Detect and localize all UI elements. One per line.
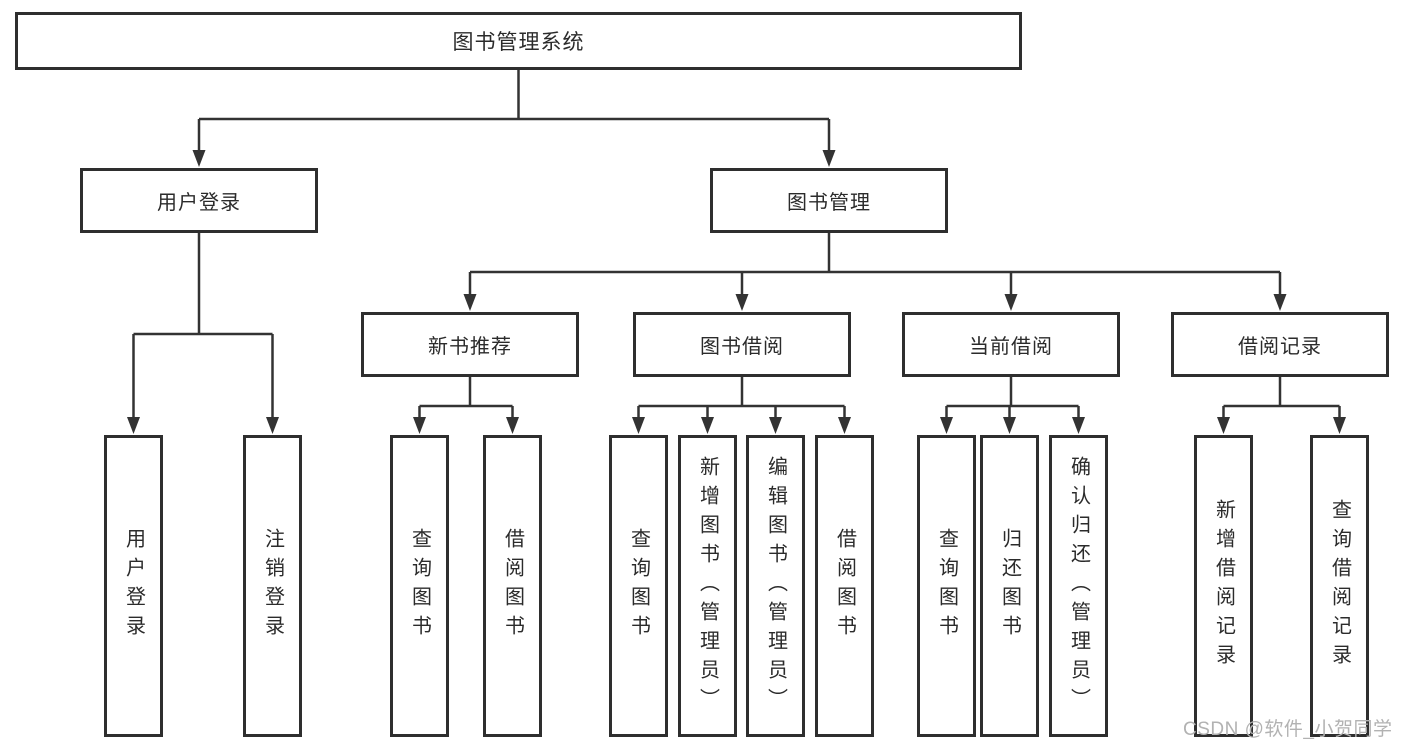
node-library-management-system: 图书管理系统 xyxy=(15,12,1022,70)
leaf-label: 借阅图书 xyxy=(501,528,524,644)
connector-book-borrow-group xyxy=(632,377,851,434)
connector-borrow-record-group xyxy=(1217,377,1346,434)
leaf-label: 归还图书 xyxy=(998,528,1021,644)
leaf-borrow-books: 借阅图书 xyxy=(815,435,874,737)
leaf-edit-book-admin: 编辑图书（管理员） xyxy=(746,435,805,737)
leaf-add-borrow-record: 新增借阅记录 xyxy=(1194,435,1253,737)
leaf-label: 新增图书（管理员） xyxy=(696,455,719,717)
leaf-label: 查询借阅记录 xyxy=(1328,499,1351,673)
leaf-add-book-admin: 新增图书（管理员） xyxy=(678,435,737,737)
leaf-query-borrow-record: 查询借阅记录 xyxy=(1310,435,1369,737)
leaf-confirm-return-admin: 确认归还（管理员） xyxy=(1049,435,1108,737)
leaf-user-login: 用户登录 xyxy=(104,435,163,737)
leaf-borrow-books-recommend: 借阅图书 xyxy=(483,435,542,737)
connector-book-management-group xyxy=(463,233,1287,311)
leaf-label: 确认归还（管理员） xyxy=(1067,455,1090,717)
connector-current-borrow-group xyxy=(940,377,1085,434)
leaf-return-books: 归还图书 xyxy=(980,435,1039,737)
connector-root xyxy=(192,70,836,167)
leaf-label: 查询图书 xyxy=(408,528,431,644)
leaf-query-books-recommend: 查询图书 xyxy=(390,435,449,737)
leaf-label: 查询图书 xyxy=(627,528,650,644)
connector-user-login-group xyxy=(127,233,279,434)
node-borrowing-records: 借阅记录 xyxy=(1171,312,1389,377)
node-book-borrowing: 图书借阅 xyxy=(633,312,851,377)
leaf-label: 新增借阅记录 xyxy=(1212,499,1235,673)
leaf-label: 注销登录 xyxy=(261,528,284,644)
node-new-book-recommendation: 新书推荐 xyxy=(361,312,579,377)
node-current-borrowing: 当前借阅 xyxy=(902,312,1120,377)
leaf-label: 编辑图书（管理员） xyxy=(764,455,787,717)
leaf-label: 查询图书 xyxy=(935,528,958,644)
node-user-login: 用户登录 xyxy=(80,168,318,233)
leaf-query-books-borrow: 查询图书 xyxy=(609,435,668,737)
leaf-query-books-current: 查询图书 xyxy=(917,435,976,737)
connector-new-book-group xyxy=(413,377,519,434)
leaf-label: 借阅图书 xyxy=(833,528,856,644)
leaf-logout: 注销登录 xyxy=(243,435,302,737)
node-book-management: 图书管理 xyxy=(710,168,948,233)
leaf-label: 用户登录 xyxy=(122,528,145,644)
watermark: CSDN @软件_小贺同学 xyxy=(1183,719,1393,740)
